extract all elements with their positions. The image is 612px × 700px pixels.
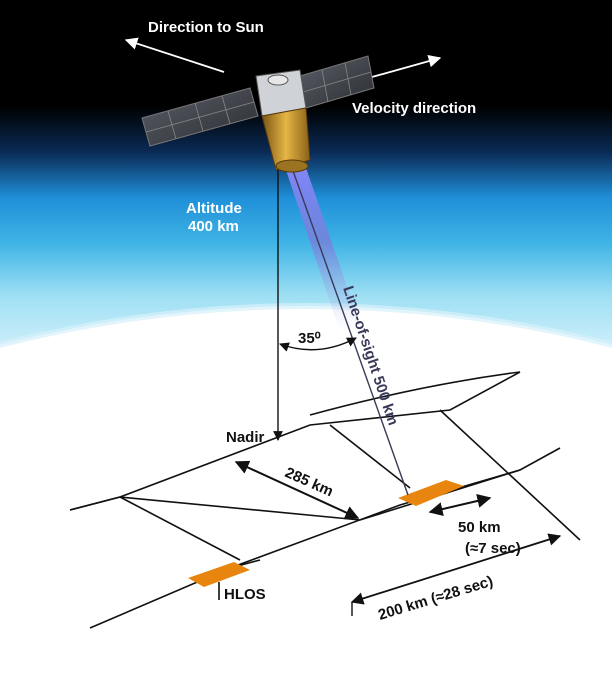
nadir-label: Nadir [226,429,265,446]
satellite [141,55,375,173]
footprint-time-label: (≈7 sec) [465,540,521,557]
angle-label: 35⁰ [298,330,321,347]
cross-line-1 [119,496,241,561]
footprint-length-label: 50 km [458,519,501,536]
angle-arc [279,337,357,352]
altitude-title: Altitude [186,200,242,217]
left-edge-line [69,496,121,511]
horizon-haze [0,303,612,348]
altitude-value: 400 km [188,218,239,235]
dimension-200-arrow [350,533,562,605]
cross-line-2 [329,424,411,489]
hlos-label: HLOS [224,586,266,603]
sun-direction-label: Direction to Sun [148,19,264,36]
footprint-right [398,480,464,506]
velocity-direction-label: Velocity direction [352,100,476,117]
laser-beam [286,168,362,332]
track-line-upper [309,371,521,416]
dimension-285-arrow [234,460,360,520]
footprint-left [188,562,250,587]
line-of-sight-line [291,167,409,496]
sun-direction-arrow [124,37,225,73]
earth-surface [0,306,612,700]
cross-line-3 [439,409,581,541]
dimension-50-arrow [428,494,492,516]
satellite-body [255,69,311,173]
solar-panel-left [141,87,259,147]
